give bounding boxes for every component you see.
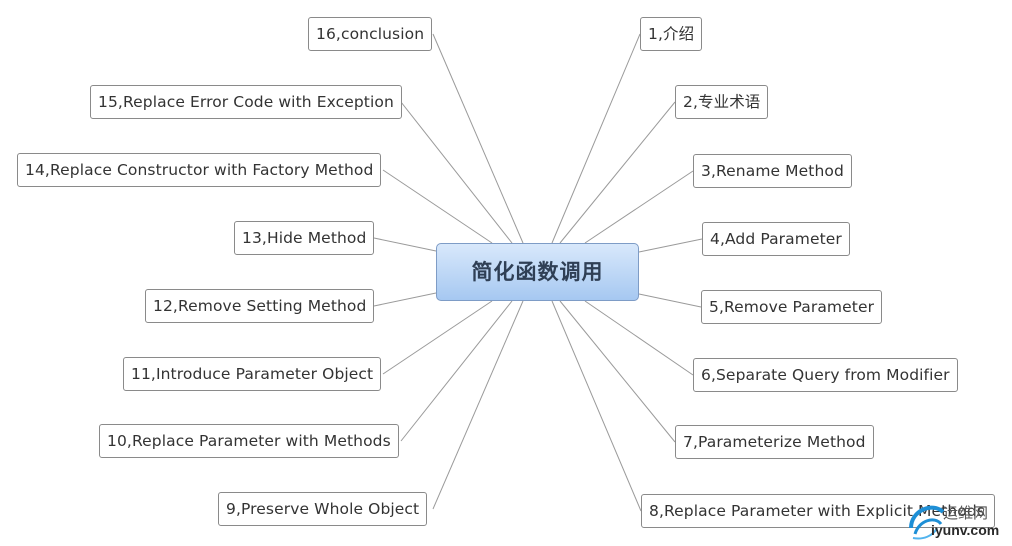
connector-line bbox=[584, 170, 694, 244]
topic-node-15[interactable]: 15,Replace Error Code with Exception bbox=[90, 85, 402, 119]
swirl-logo-icon bbox=[909, 505, 945, 540]
connector-line bbox=[551, 300, 642, 512]
connector-line bbox=[584, 300, 694, 376]
connector-line bbox=[373, 237, 437, 252]
connector-line bbox=[400, 101, 513, 244]
topic-node-11[interactable]: 11,Introduce Parameter Object bbox=[123, 357, 382, 391]
connector-line bbox=[638, 238, 703, 253]
watermark-logo: 运维网 iyunv.com bbox=[903, 498, 1011, 544]
topic-node-12[interactable]: 12,Remove Setting Method bbox=[145, 289, 375, 323]
connector-line bbox=[382, 169, 493, 244]
topic-node-5[interactable]: 5,Remove Parameter bbox=[701, 290, 883, 324]
central-topic[interactable]: 简化函数调用 bbox=[436, 243, 639, 301]
topic-node-2[interactable]: 2,专业术语 bbox=[675, 85, 769, 119]
connector-line bbox=[382, 300, 493, 375]
topic-node-7[interactable]: 7,Parameterize Method bbox=[675, 425, 874, 459]
topic-node-16[interactable]: 16,conclusion bbox=[308, 17, 433, 51]
topic-node-6[interactable]: 6,Separate Query from Modifier bbox=[693, 358, 958, 392]
connector-line bbox=[559, 101, 676, 244]
connector-line bbox=[551, 33, 641, 244]
topic-node-3[interactable]: 3,Rename Method bbox=[693, 154, 852, 188]
connector-line bbox=[559, 300, 676, 443]
connector-line bbox=[400, 300, 513, 442]
topic-node-13[interactable]: 13,Hide Method bbox=[234, 221, 375, 255]
connector-line bbox=[638, 293, 702, 308]
topic-node-10[interactable]: 10,Replace Parameter with Methods bbox=[99, 424, 399, 458]
connector-line bbox=[432, 33, 524, 244]
connector-line bbox=[432, 300, 524, 510]
connector-line bbox=[373, 292, 437, 307]
topic-node-8[interactable]: 8,Replace Parameter with Explicit Method… bbox=[641, 494, 995, 528]
watermark-cn-text: 运维网 bbox=[943, 504, 989, 522]
watermark-text: iyunv.com bbox=[931, 522, 1000, 538]
topic-node-14[interactable]: 14,Replace Constructor with Factory Meth… bbox=[17, 153, 382, 187]
topic-node-1[interactable]: 1,介绍 bbox=[640, 17, 703, 51]
topic-node-9[interactable]: 9,Preserve Whole Object bbox=[218, 492, 428, 526]
topic-node-4[interactable]: 4,Add Parameter bbox=[702, 222, 850, 256]
